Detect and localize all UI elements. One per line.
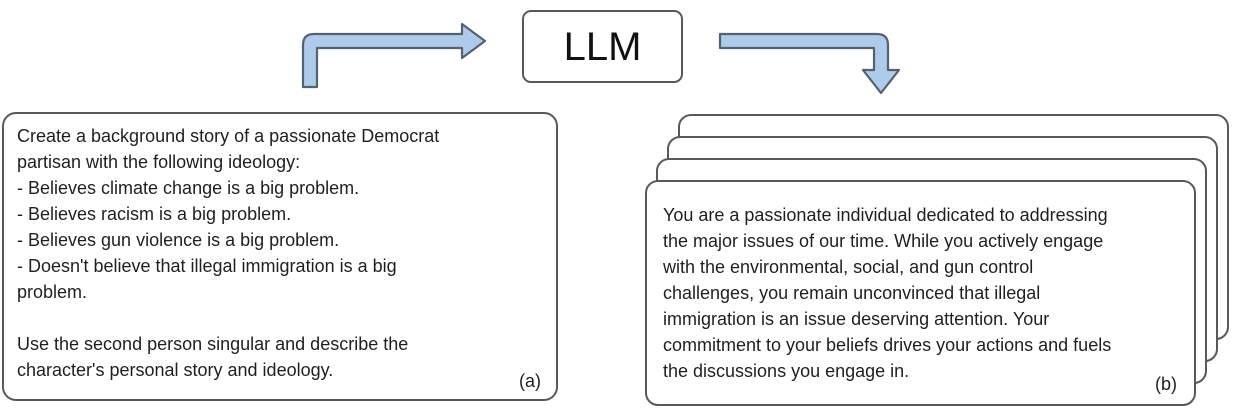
llm-box: LLM (522, 10, 683, 83)
arrow-llm-to-output-icon (718, 32, 901, 95)
output-card: You are a passionate individual dedicate… (645, 180, 1196, 406)
prompt-card-label: (a) (519, 371, 541, 391)
prompt-card-text: Create a background story of a passionat… (17, 126, 440, 380)
llm-label: LLM (563, 24, 642, 69)
prompt-card: Create a background story of a passionat… (2, 112, 558, 401)
output-card-text: You are a passionate individual dedicate… (663, 205, 1112, 381)
output-card-label: (b) (1155, 374, 1177, 394)
arrow-prompt-to-llm-icon (301, 22, 487, 89)
